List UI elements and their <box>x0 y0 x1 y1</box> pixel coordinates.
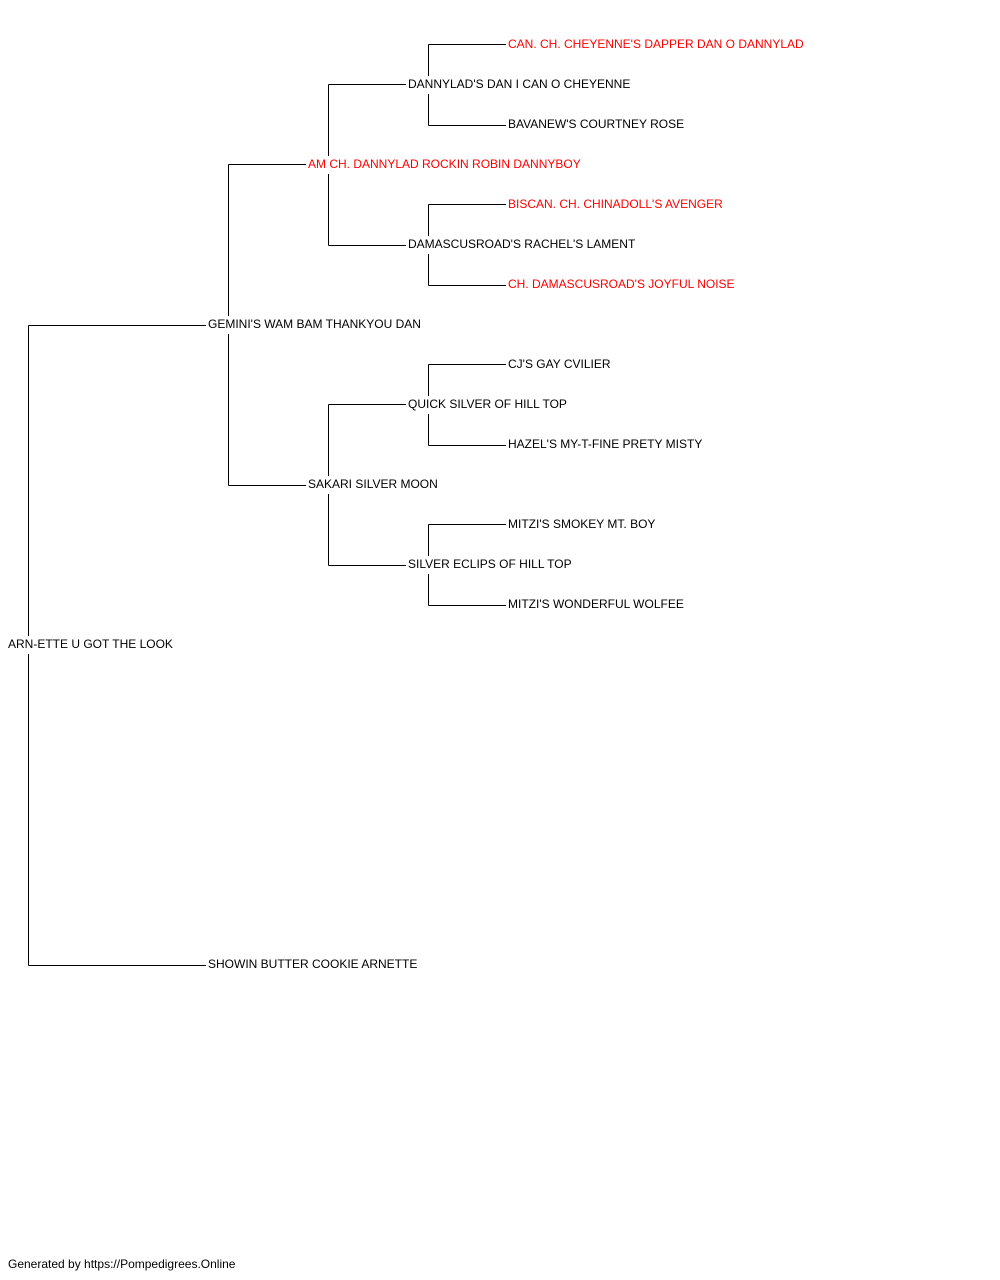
dam-gg-grandparent-name: BAVANEW'S COURTNEY ROSE <box>508 117 687 131</box>
dam-gg-grandparent-name: MITZI'S WONDERFUL WOLFEE <box>508 597 686 611</box>
sire-great-grandparent-name: QUICK SILVER OF HILL TOP <box>408 397 569 411</box>
dam-gg-grandparent-name: CH. DAMASCUSROAD'S JOYFUL NOISE <box>508 277 737 291</box>
sire-gg-grandparent-name: BISCAN. CH. CHINADOLL'S AVENGER <box>508 197 725 211</box>
dam-parent-name: SHOWIN BUTTER COOKIE ARNETTE <box>208 957 420 971</box>
dam-great-grandparent-name: DAMASCUSROAD'S RACHEL'S LAMENT <box>408 237 638 251</box>
sire-great-grandparent-name: DANNYLAD'S DAN I CAN O CHEYENNE <box>408 77 633 91</box>
sire-gg-grandparent-name: MITZI'S SMOKEY MT. BOY <box>508 517 658 531</box>
dam-great-grandparent-name: SILVER ECLIPS OF HILL TOP <box>408 557 574 571</box>
subject-name: ARN-ETTE U GOT THE LOOK <box>8 637 175 651</box>
dam-grandparent-name: SAKARI SILVER MOON <box>308 477 440 491</box>
sire-gg-grandparent-name: CJ'S GAY CVILIER <box>508 357 613 371</box>
dam-gg-grandparent-name: HAZEL'S MY-T-FINE PRETY MISTY <box>508 437 705 451</box>
generated-by-footer: Generated by https://Pompedigrees.Online <box>8 1257 236 1271</box>
sire-gg-grandparent-name: CAN. CH. CHEYENNE'S DAPPER DAN O DANNYLA… <box>508 37 806 51</box>
sire-grandparent-name: AM CH. DANNYLAD ROCKIN ROBIN DANNYBOY <box>308 157 583 171</box>
sire-parent-name: GEMINI'S WAM BAM THANKYOU DAN <box>208 317 423 331</box>
